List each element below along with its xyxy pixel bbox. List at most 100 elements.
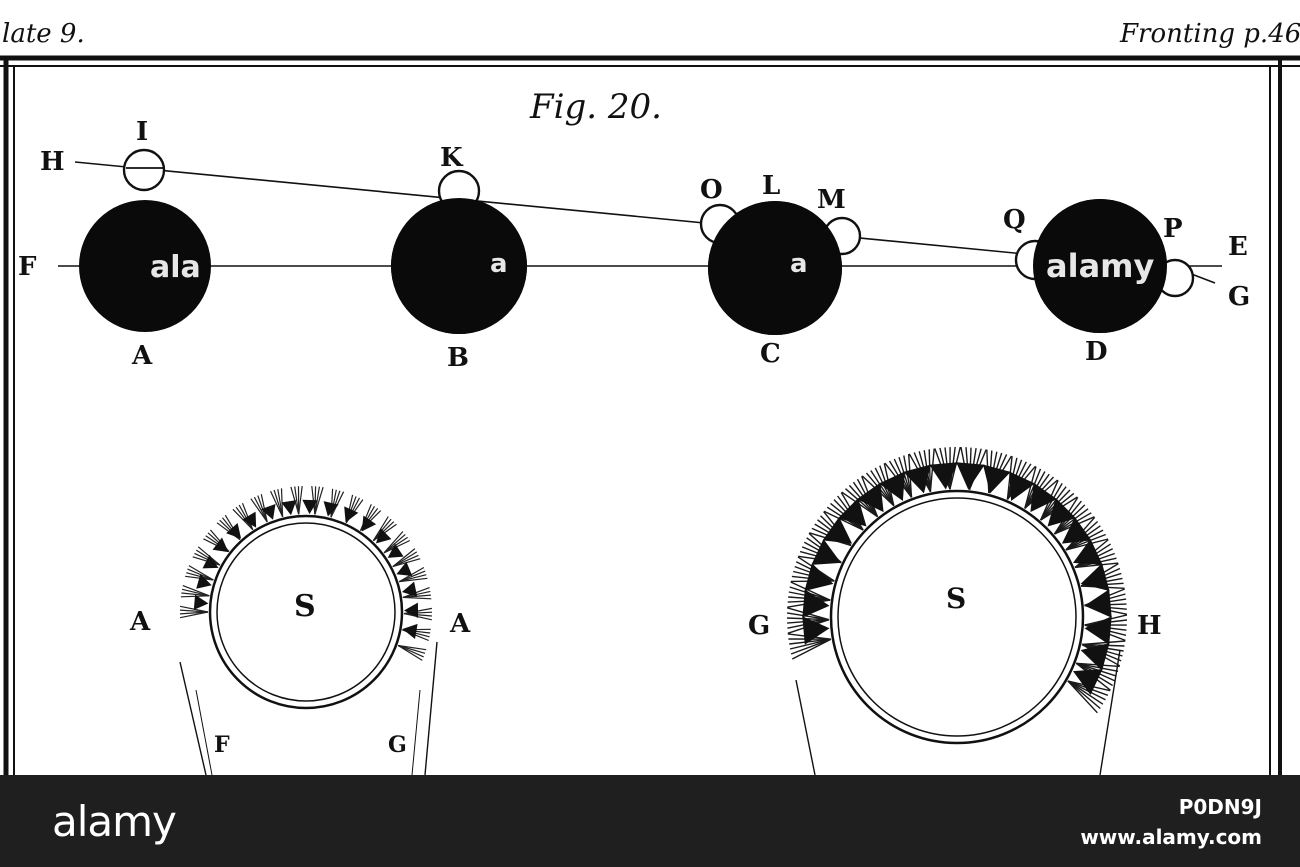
arrowhead-mark <box>802 616 830 645</box>
ray-line <box>790 638 832 655</box>
ray-line <box>1076 662 1119 672</box>
ray-line <box>188 565 214 581</box>
stock-url: www.alamy.com <box>1080 825 1262 849</box>
ray-line <box>181 592 210 597</box>
ray-line <box>392 554 419 568</box>
stock-footer-bar: alamy P0DN9J www.alamy.com <box>0 775 1300 867</box>
ray-line <box>383 533 406 554</box>
arrowhead-mark <box>804 563 834 591</box>
arrowhead-mark <box>376 528 392 544</box>
line-h-e <box>74 161 1191 271</box>
ray-line <box>1024 468 1042 509</box>
arrowhead-mark <box>242 511 257 528</box>
label-left-g: G <box>748 611 770 641</box>
label-g: G <box>1228 282 1250 312</box>
ray-line <box>1067 680 1106 701</box>
ray-line <box>1067 680 1098 714</box>
lower-left-diagram: S A A F G <box>129 486 471 775</box>
ray-line <box>1067 680 1104 705</box>
sphere-a <box>79 200 211 332</box>
arrowhead-mark <box>226 523 242 539</box>
ray-line <box>181 588 210 597</box>
arrowhead-mark <box>1009 471 1035 501</box>
arrowhead-mark <box>281 500 297 516</box>
center-label-s: S <box>294 589 316 624</box>
moon-i <box>122 148 166 192</box>
arrowhead-mark <box>983 464 1011 494</box>
ray-line <box>314 487 324 515</box>
watermark-1: ala <box>150 250 201 285</box>
figure-title: Fig. 20. <box>529 87 662 127</box>
arrowhead-mark <box>323 501 339 517</box>
label-l: L <box>762 171 780 201</box>
ray-line <box>1024 466 1037 509</box>
watermark-overlay: ala a a alamy <box>150 247 1155 285</box>
ray-line <box>397 644 426 654</box>
label-e: E <box>1228 232 1248 262</box>
arrowhead-mark <box>387 543 404 558</box>
ray-line <box>250 498 268 523</box>
ray-line <box>929 448 935 492</box>
center-label-s-right: S <box>946 582 966 615</box>
plate-frame <box>0 55 1300 775</box>
ray-line <box>789 638 831 645</box>
label-m: M <box>817 185 846 215</box>
arrowhead-mark <box>212 537 229 553</box>
ray-line <box>277 489 284 517</box>
small-moons <box>122 148 1195 298</box>
ray-line <box>399 577 428 583</box>
watermark-4: alamy <box>1046 247 1155 285</box>
arrowhead-mark <box>903 464 931 494</box>
arrowhead-mark <box>1047 498 1076 527</box>
ray-line <box>397 644 424 658</box>
ray-line <box>786 612 830 621</box>
arrowhead-mark <box>202 554 219 569</box>
label-h: H <box>40 147 65 177</box>
ray-line <box>845 488 878 518</box>
label-c: C <box>760 339 781 369</box>
ray-line <box>182 585 210 597</box>
ray-line <box>1067 680 1101 710</box>
label-p: P <box>1163 214 1183 244</box>
ray-line <box>791 638 832 660</box>
label-g-lower: G <box>388 732 407 758</box>
ray-line <box>1065 533 1106 551</box>
sphere-overlay <box>391 198 1167 335</box>
ray-line <box>294 486 300 515</box>
alamy-logo: alamy <box>52 797 177 846</box>
plate-number: late 9. <box>2 19 85 49</box>
ray-line <box>1074 562 1119 569</box>
ray-line <box>402 596 432 600</box>
label-k: K <box>440 143 464 173</box>
arrowhead-mark <box>879 471 905 501</box>
label-right-a: A <box>449 609 471 639</box>
arrowhead-mark <box>811 539 841 565</box>
ray-line <box>179 611 209 615</box>
label-o: O <box>700 175 723 205</box>
label-d: D <box>1085 337 1108 367</box>
arrowhead-mark <box>302 499 318 515</box>
ray-line <box>1040 486 1067 521</box>
ray-line <box>298 486 303 515</box>
watermark-3: a <box>790 249 808 279</box>
ray-line <box>823 510 864 531</box>
ray-line <box>179 609 209 613</box>
ray-line <box>253 496 268 523</box>
arrowhead-mark <box>344 506 359 523</box>
fronting-page-note: Fronting p.46 <box>1119 19 1300 49</box>
lower-right-diagram: S G H <box>748 446 1162 775</box>
ray-line <box>1081 640 1126 646</box>
arrowhead-mark <box>1084 589 1112 618</box>
engraved-plate: late 9. Fronting p.46 Fig. 20. <box>0 19 1300 775</box>
arrowhead-mark <box>822 517 853 544</box>
label-right-h: H <box>1137 611 1162 641</box>
ray-line <box>397 644 423 661</box>
ray-line <box>1054 508 1089 535</box>
ray-line <box>392 548 416 568</box>
ray-line <box>398 644 427 651</box>
arrowhead-mark <box>838 498 867 527</box>
label-f-lower: F <box>214 732 230 758</box>
arrowhead-mark <box>1030 482 1057 513</box>
arrowhead-mark <box>404 602 419 618</box>
ray-line <box>273 489 284 517</box>
